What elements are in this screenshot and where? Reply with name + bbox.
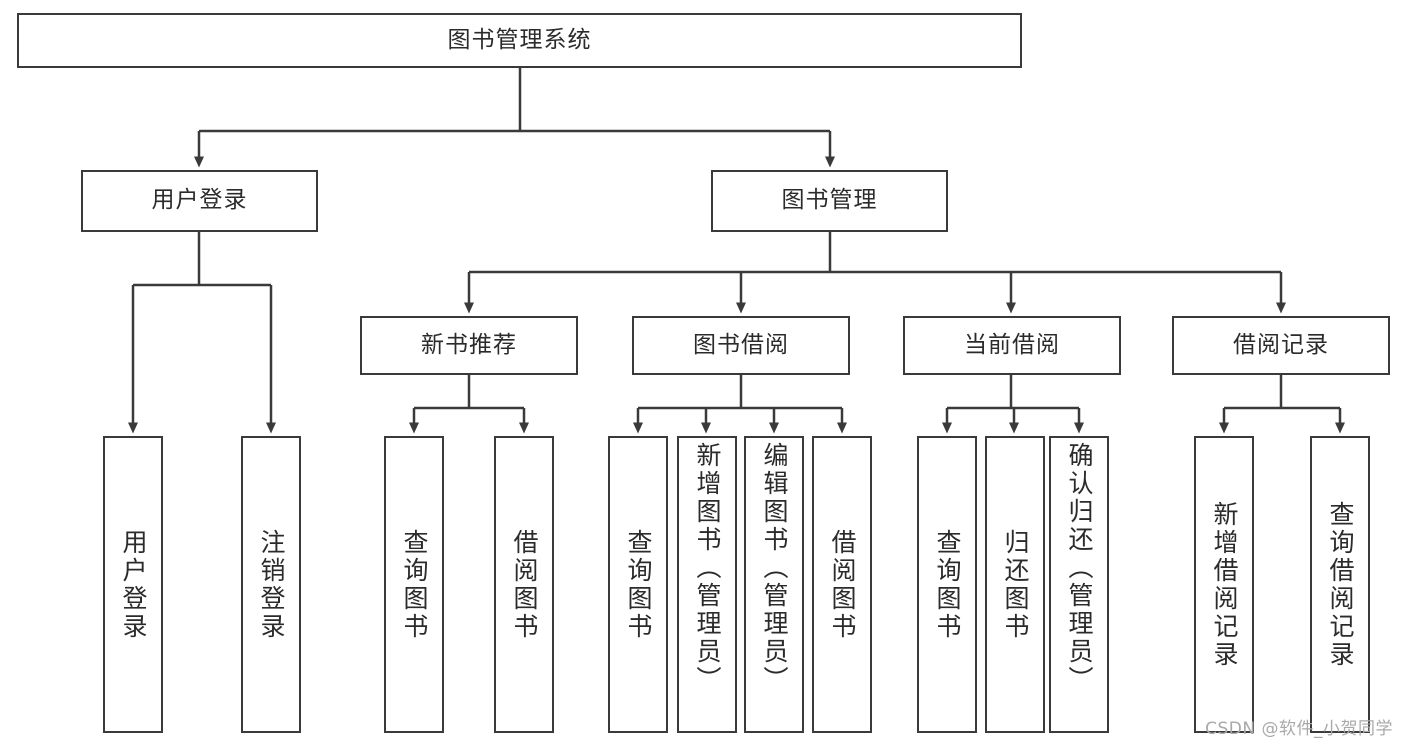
node-leaf-borrow-book-2-label: 借阅图书	[828, 528, 857, 641]
node-leaf-borrow-book-1[interactable]: 借阅图书	[494, 436, 554, 733]
node-leaf-add-record-label: 新增借阅记录	[1210, 500, 1239, 669]
node-book-borrow[interactable]: 图书借阅	[632, 316, 850, 375]
node-leaf-edit-book[interactable]: 编辑图书（管理员）	[744, 436, 804, 733]
node-leaf-user-login-label: 用户登录	[119, 528, 148, 641]
node-leaf-query-book-1-label: 查询图书	[400, 528, 429, 641]
node-leaf-confirm-return[interactable]: 确认归还（管理员）	[1049, 436, 1109, 733]
node-root[interactable]: 图书管理系统	[17, 13, 1022, 68]
node-leaf-add-book[interactable]: 新增图书（管理员）	[677, 436, 737, 733]
node-new-book-recommend-label: 新书推荐	[421, 331, 517, 358]
node-current-borrow[interactable]: 当前借阅	[903, 316, 1121, 375]
node-leaf-user-login[interactable]: 用户登录	[103, 436, 163, 733]
node-leaf-edit-book-label: 编辑图书（管理员）	[760, 442, 789, 694]
node-new-book-recommend[interactable]: 新书推荐	[360, 316, 578, 375]
node-leaf-borrow-book-2[interactable]: 借阅图书	[812, 436, 872, 733]
node-leaf-logout[interactable]: 注销登录	[241, 436, 301, 733]
node-leaf-query-book-2[interactable]: 查询图书	[608, 436, 668, 733]
node-leaf-query-record[interactable]: 查询借阅记录	[1310, 436, 1370, 733]
node-leaf-logout-label: 注销登录	[257, 528, 286, 641]
node-leaf-query-book-3-label: 查询图书	[933, 528, 962, 641]
node-book-management-label: 图书管理	[781, 187, 878, 214]
node-leaf-return-book[interactable]: 归还图书	[985, 436, 1045, 733]
node-book-management[interactable]: 图书管理	[711, 170, 948, 232]
watermark-text: CSDN @软件_小贺同学	[1205, 719, 1393, 739]
node-leaf-query-book-3[interactable]: 查询图书	[917, 436, 977, 733]
node-leaf-add-book-label: 新增图书（管理员）	[693, 442, 722, 694]
node-borrow-record-label: 借阅记录	[1233, 331, 1329, 358]
node-leaf-add-record[interactable]: 新增借阅记录	[1194, 436, 1254, 733]
node-borrow-record[interactable]: 借阅记录	[1172, 316, 1390, 375]
node-current-borrow-label: 当前借阅	[964, 331, 1060, 358]
node-leaf-query-record-label: 查询借阅记录	[1326, 500, 1355, 669]
node-user-login-label: 用户登录	[151, 187, 248, 214]
node-user-login[interactable]: 用户登录	[81, 170, 318, 232]
node-leaf-query-book-2-label: 查询图书	[624, 528, 653, 641]
node-leaf-query-book-1[interactable]: 查询图书	[384, 436, 444, 733]
node-leaf-confirm-return-label: 确认归还（管理员）	[1065, 442, 1094, 694]
node-root-label: 图书管理系统	[447, 26, 592, 53]
node-book-borrow-label: 图书借阅	[693, 331, 789, 358]
node-leaf-borrow-book-1-label: 借阅图书	[510, 528, 539, 641]
node-leaf-return-book-label: 归还图书	[1001, 528, 1030, 641]
